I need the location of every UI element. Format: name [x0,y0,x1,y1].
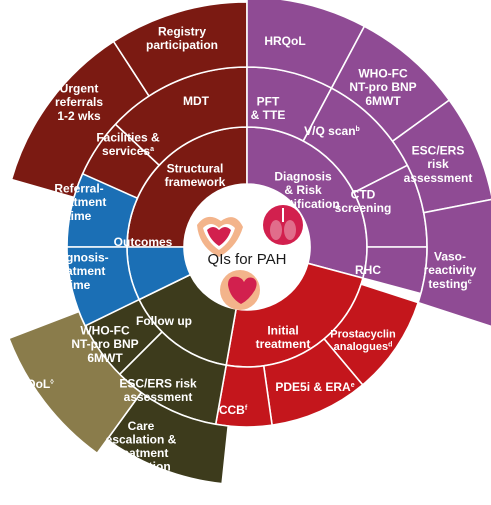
item-rhc: RHC [355,263,381,277]
item-pft-tte: PFT& TTE [251,94,286,122]
item-facilities-services: Facilities &servicesa [96,130,160,158]
item-pde5i-era: PDE5i & ERAe [275,380,354,394]
item-vq-scan: V/Q scanb [304,124,360,138]
segment-vasoreactivity [417,198,491,328]
domain-outcomes: Outcomes [114,235,173,249]
heart-hands-icon [197,216,243,257]
item-ccb: CCBf [219,403,248,417]
domain-follow-up: Follow up [136,314,192,328]
item-mdt: MDT [183,94,210,108]
item-hrqol: HRQoL [264,34,305,48]
center-title: QIs for PAH [208,251,287,268]
heart-icon [220,270,260,310]
segment-referral-time [66,172,139,248]
segment-qol [7,310,143,455]
lungs-icon [263,205,303,245]
item-qol: QoL◊ [26,377,54,391]
segment-diagnosis-time [66,246,141,327]
